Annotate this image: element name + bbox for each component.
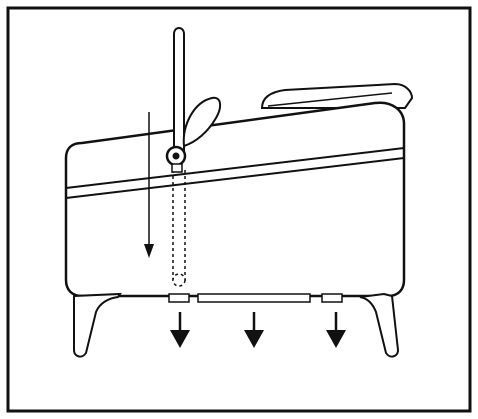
down-arrow-icon: [244, 312, 264, 348]
release-lever-icon: [165, 27, 222, 173]
sofa-base: [168, 293, 343, 303]
sofa-legs: [73, 292, 400, 358]
diagram-border: [6, 6, 472, 413]
down-arrow-icon: [144, 112, 154, 258]
sofa-body: [64, 101, 406, 298]
dashed-rod-icon: [172, 170, 186, 287]
down-arrow-icon: [170, 312, 190, 348]
down-arrow-icon: [326, 312, 346, 348]
